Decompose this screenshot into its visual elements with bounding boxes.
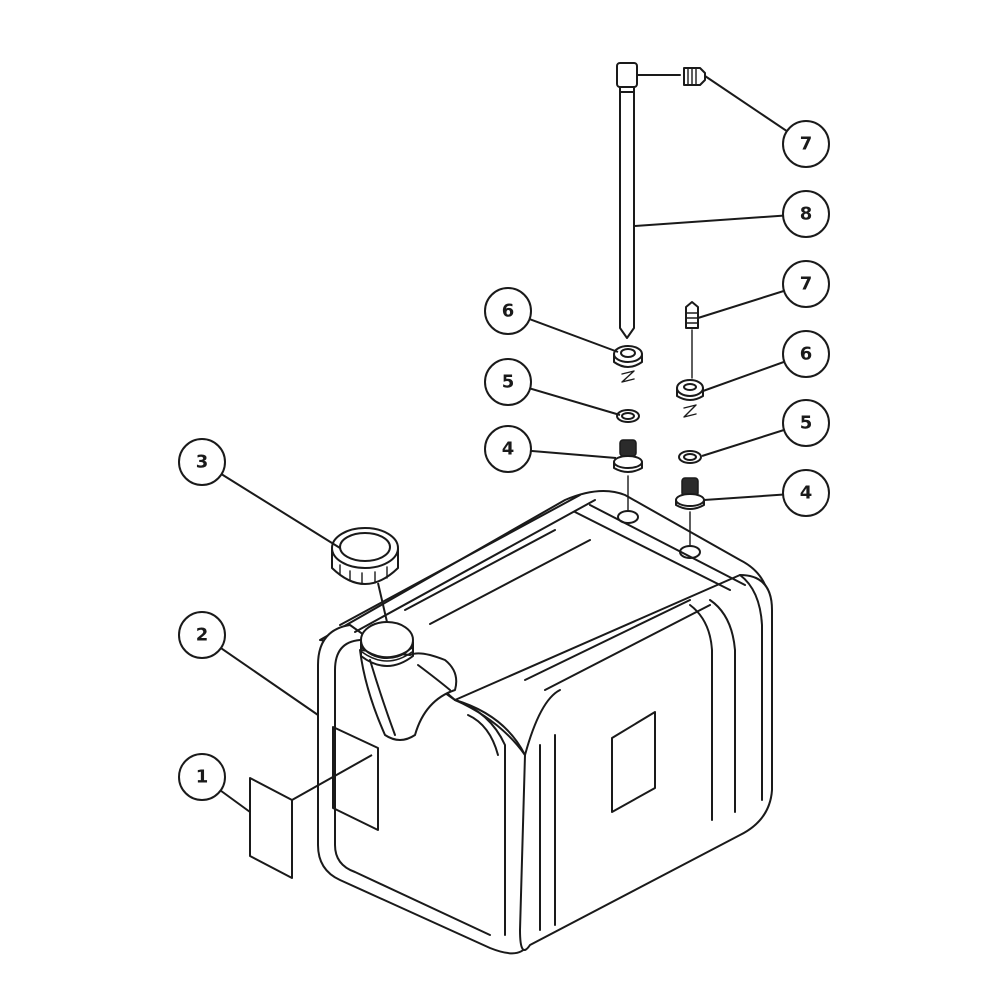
callout-4-left-label: 4 [502, 439, 515, 460]
callout-1-label: 1 [196, 767, 209, 788]
callout-4-right-label: 4 [800, 483, 813, 504]
break-line-right [683, 404, 697, 418]
callout-7-top-label: 7 [800, 134, 813, 155]
callout-6-right-label: 6 [800, 344, 813, 365]
callout-2-label: 2 [196, 625, 209, 646]
callout-7-right-label: 7 [800, 274, 813, 295]
callout-3: 3 [178, 438, 226, 486]
callout-4-left: 4 [484, 425, 532, 473]
nut-right [676, 379, 704, 401]
tank-body [317, 490, 773, 955]
filler-cap [331, 527, 399, 585]
callout-5-left: 5 [484, 358, 532, 406]
label-plate [249, 777, 293, 879]
callout-5-right: 5 [782, 399, 830, 447]
callout-8: 8 [782, 190, 830, 238]
pickup-tube-assembly [616, 62, 706, 339]
bushing-right [675, 477, 705, 546]
washer-right [678, 450, 702, 464]
callout-2: 2 [178, 611, 226, 659]
break-line-left [621, 370, 635, 383]
nut-left [613, 345, 643, 368]
callout-5-right-label: 5 [800, 413, 813, 434]
callout-4-right: 4 [782, 469, 830, 517]
callout-5-left-label: 5 [502, 372, 515, 393]
vent-fitting-right [685, 301, 699, 379]
callout-6-right: 6 [782, 330, 830, 378]
washer-left [616, 409, 640, 423]
callout-6-left: 6 [484, 287, 532, 335]
bushing-left [613, 439, 643, 511]
callout-8-label: 8 [800, 204, 813, 225]
callout-6-left-label: 6 [502, 301, 515, 322]
callout-1: 1 [178, 753, 226, 801]
callout-7-right: 7 [782, 260, 830, 308]
callout-3-label: 3 [196, 452, 209, 473]
callout-7-top: 7 [782, 120, 830, 168]
